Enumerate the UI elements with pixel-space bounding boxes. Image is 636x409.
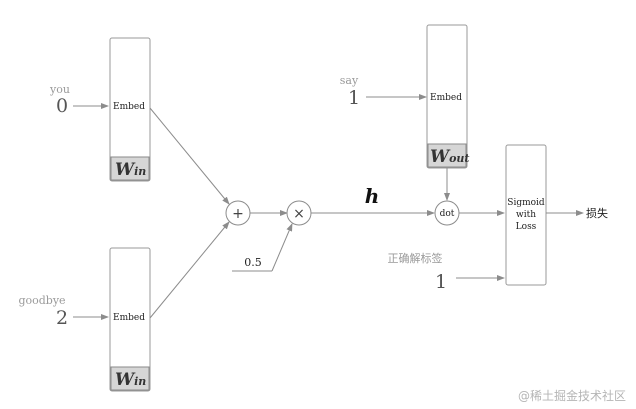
sigmoid-loss-box: Sigmoid with Loss [505,144,547,286]
sigmoid-line-2: with [516,210,536,220]
input-index-1: 1 [348,87,360,109]
w-out-tag [427,143,467,168]
embed-label-bottom: Embed [113,313,145,323]
w-in-label-bottom: Win [115,370,146,390]
input-word-say: say [340,74,359,87]
sigmoid-line-1: Sigmoid [507,198,545,208]
embed-label-top: Embed [113,102,145,112]
watermark: @稀土掘金技术社区 [518,388,626,403]
embed-label-target: Embed [430,93,462,103]
embed-box-bottom: Embed Win [109,247,151,392]
sigmoid-line-3: Loss [516,222,537,232]
w-out-label: Wout [430,147,470,167]
w-in-label-top: Win [115,160,146,180]
input-word-goodbye: goodbye [18,294,65,307]
loss-label: 损失 [586,206,608,220]
input-word-you: you [49,83,70,96]
dot-symbol: dot [440,209,455,219]
embed-box-top: Embed Win [109,37,151,182]
h-label: h [365,184,380,208]
input-index-2: 2 [56,307,68,329]
arrow-bottom-embed-to-plus [149,221,230,319]
w-in-tag-top [110,156,150,181]
half-value: 0.5 [244,256,262,269]
correct-label-value: 1 [435,271,447,293]
embed-box-target: Embed Wout [426,24,470,169]
times-symbol: × [293,206,305,222]
input-index-0: 0 [56,95,68,117]
plus-symbol: + [232,206,244,222]
w-in-tag-bottom [110,366,150,391]
correct-label-caption: 正确解标签 [388,251,443,265]
arrow-top-embed-to-plus [149,107,230,205]
arrow-half-to-times [271,223,293,272]
